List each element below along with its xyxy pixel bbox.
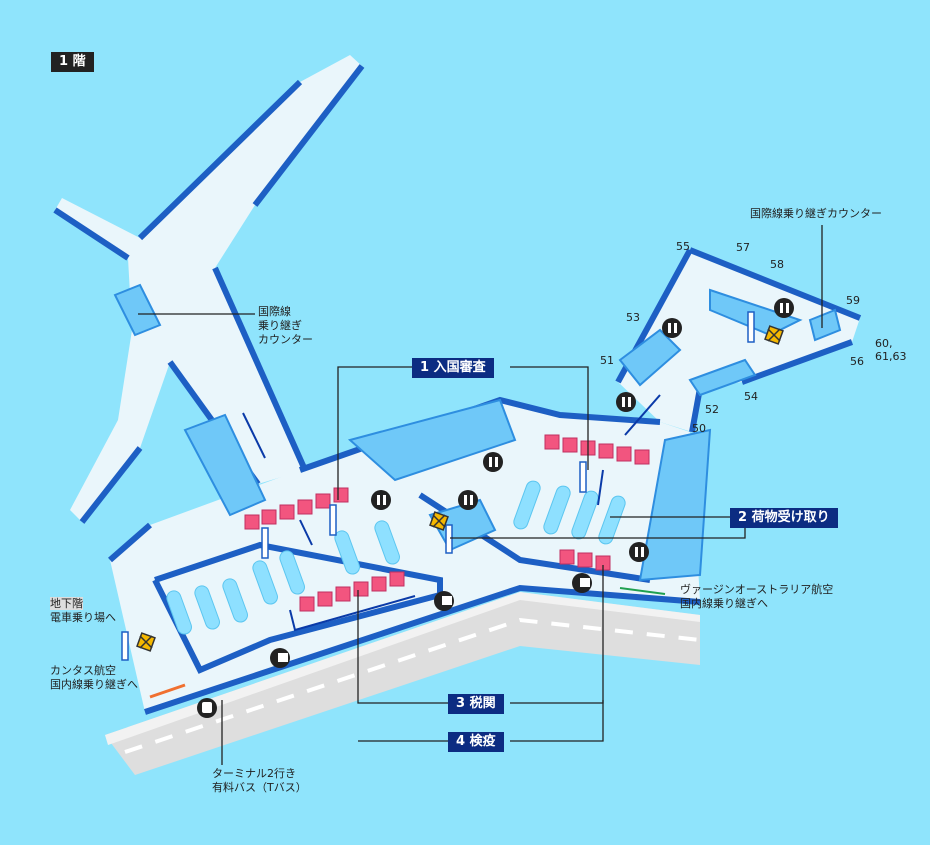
- bus-stop-icon: [197, 698, 217, 718]
- area-immigration-label: 1 入国審査: [412, 358, 494, 378]
- area-customs-label: 3 税関: [448, 694, 504, 714]
- bus-label: ターミナル2行き有料バス（Tバス）: [212, 767, 307, 795]
- restroom-figures: [377, 303, 789, 557]
- label-line: カウンター: [258, 333, 313, 346]
- train-label: 電車乗り場へ: [50, 611, 116, 624]
- road-lane-markings: [124, 617, 701, 754]
- label-line: 国内線乗り継ぎへ: [50, 678, 138, 691]
- qantas-label: カンタス航空国内線乗り継ぎへ: [50, 664, 138, 692]
- label-line: 有料バス（Tバス）: [212, 781, 307, 794]
- gate-60: 60,: [875, 337, 893, 350]
- virgin-label: ヴァージンオーストラリア航空国内線乗り継ぎへ: [680, 583, 833, 611]
- baggage-carousels: [166, 480, 626, 635]
- label-line: 国内線乗り継ぎへ: [680, 597, 768, 610]
- gate-55: 55: [676, 240, 690, 253]
- gate-50: 50: [692, 422, 706, 435]
- gate-59: 59: [846, 294, 860, 307]
- no-entry-icons: [136, 325, 784, 652]
- road: [105, 592, 700, 775]
- label-line: カンタス航空: [50, 664, 116, 677]
- label-line: ターミナル2行き: [212, 767, 296, 780]
- label-line: 国際線: [258, 305, 291, 318]
- gate-61-63: 61,63: [875, 350, 907, 363]
- main-hall-floor: [110, 400, 700, 712]
- transfer-counter-label-left: 国際線 乗り継ぎ カウンター: [258, 305, 313, 347]
- immigration-counters: [244, 434, 650, 612]
- gate-52: 52: [705, 403, 719, 416]
- area-quarantine-label: 4 検疫: [448, 732, 504, 752]
- gate-53: 53: [626, 311, 640, 324]
- basement-text: 地下階: [50, 597, 83, 610]
- northwest-pier-floor: [55, 55, 362, 522]
- gate-51: 51: [600, 354, 614, 367]
- leader-lines: [138, 225, 823, 765]
- gate-57: 57: [736, 241, 750, 254]
- gate-56: 56: [850, 355, 864, 368]
- floor-indicator: 1 階: [51, 52, 94, 72]
- label-line: 乗り継ぎ: [258, 319, 302, 332]
- transfer-counter-label-right: 国際線乗り継ぎカウンター: [750, 207, 882, 220]
- label-line: ヴァージンオーストラリア航空: [680, 583, 834, 596]
- area-baggage-label: 2 荷物受け取り: [730, 508, 838, 528]
- building-blocks: [113, 283, 842, 582]
- virgin-arrow: [619, 587, 666, 595]
- gate-54: 54: [744, 390, 758, 403]
- flow-arrows: [242, 394, 661, 632]
- gate-58: 58: [770, 258, 784, 271]
- info-icons: [270, 573, 592, 668]
- basement-label: 地下階電車乗り場へ: [50, 597, 116, 625]
- qantas-arrow: [149, 683, 186, 699]
- escalators: [121, 311, 755, 661]
